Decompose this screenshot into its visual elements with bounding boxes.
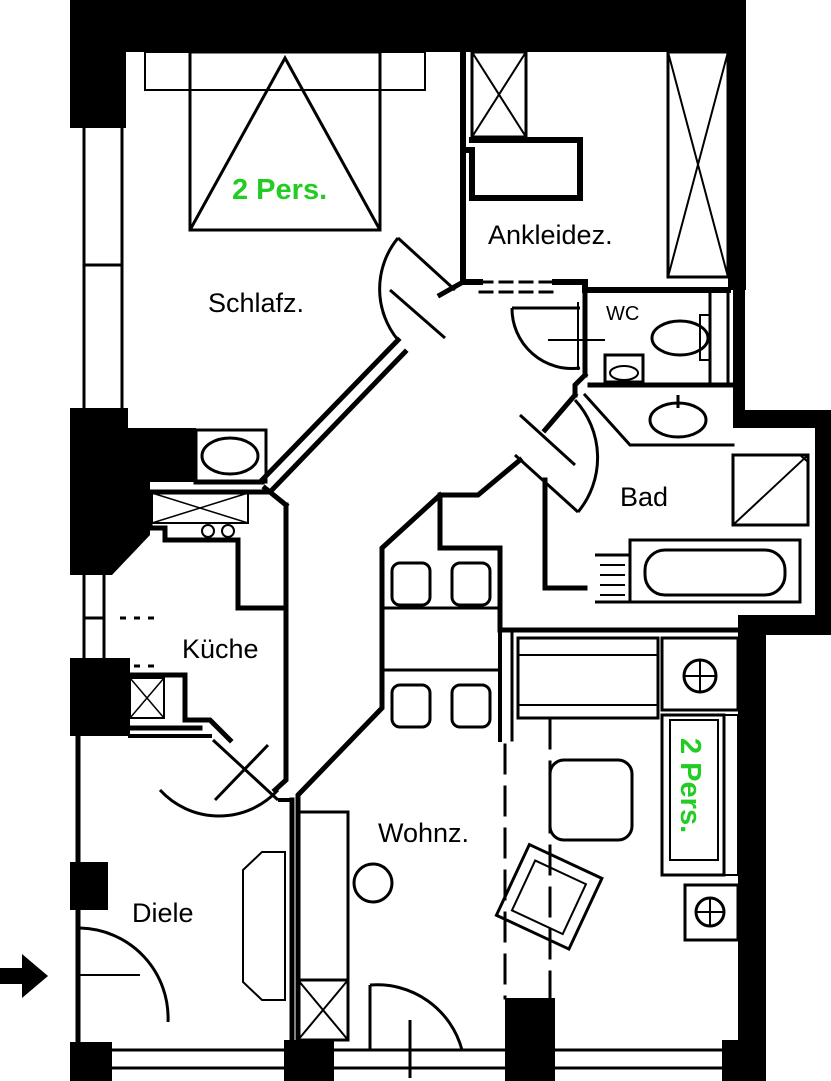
wall-right-mid <box>733 290 745 410</box>
wall-left-lower-pier <box>70 658 130 736</box>
door-living <box>368 983 464 1078</box>
bath-washbasin <box>648 395 708 439</box>
socket-bottom <box>683 883 740 942</box>
kitchen-cabinet <box>129 677 165 719</box>
doors <box>79 236 605 1078</box>
wall-bottom-window-pier <box>505 998 555 1081</box>
plant <box>352 862 394 904</box>
wall-left-upper <box>70 0 126 128</box>
walls <box>70 0 831 1081</box>
dining-table <box>380 561 502 729</box>
double-bed <box>144 50 426 232</box>
coffee-table <box>548 758 634 842</box>
wall-bottom-mid <box>284 1040 334 1081</box>
label-kueche: Küche <box>182 634 259 664</box>
bathtub <box>595 538 802 604</box>
armchair <box>494 842 604 952</box>
kitchen-stove <box>151 492 249 538</box>
sofa-bed <box>660 713 739 877</box>
wall-right-bath <box>733 410 831 635</box>
label-schlafzimmer: Schlafz. <box>208 288 304 318</box>
wall-bottom-right <box>722 1040 766 1081</box>
door-bath <box>513 398 600 514</box>
toilet <box>603 314 711 384</box>
sofa-bed-capacity-label: 2 Pers. <box>674 738 706 833</box>
label-diele: Diele <box>132 898 194 928</box>
bedroom-washbasin <box>194 428 268 484</box>
wall-bottom-left <box>70 1042 112 1081</box>
room-labels: Schlafz. Ankleidez. WC Bad Küche Wohnz. … <box>132 220 668 928</box>
door-kitchen <box>158 738 280 818</box>
label-bad: Bad <box>620 482 668 512</box>
furniture <box>120 50 802 952</box>
label-ankleidezimmer: Ankleidez. <box>488 220 613 250</box>
door-entrance <box>79 926 170 1023</box>
wall-diele-pier <box>70 862 108 910</box>
label-wohnzimmer: Wohnz. <box>378 818 469 848</box>
wall-top <box>70 0 746 52</box>
door-wc <box>510 302 605 371</box>
entrance-arrow-icon <box>0 954 48 998</box>
sofa <box>516 636 660 720</box>
wall-right-upper <box>728 0 746 290</box>
kitchen-window-marks <box>120 616 155 668</box>
partitions <box>75 49 810 1070</box>
bed-capacity-label: 2 Pers. <box>232 174 327 206</box>
occupancy-labels: 2 Pers. 2 Pers. <box>232 174 706 833</box>
label-wc: WC <box>606 303 639 325</box>
door-bedroom <box>378 236 457 341</box>
socket-top <box>660 636 740 712</box>
wall-right-lower <box>738 615 766 1081</box>
wall-left-pier <box>70 408 196 575</box>
